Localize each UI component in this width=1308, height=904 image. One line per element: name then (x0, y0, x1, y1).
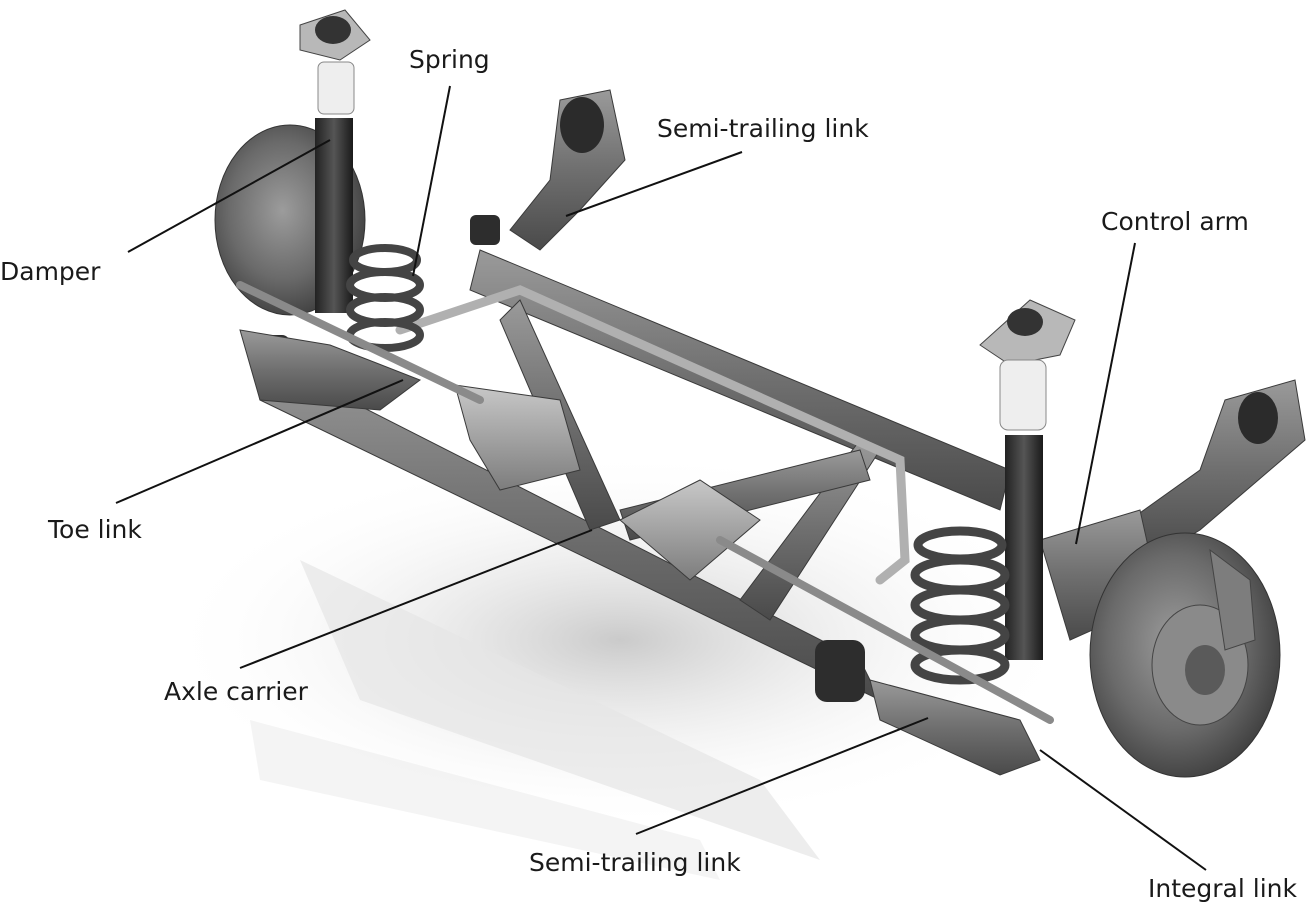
left-toe-link (236, 281, 484, 404)
leader-line-integral-link (1039, 749, 1207, 871)
right-toe-link (716, 536, 1054, 724)
leader-line-toe-link (115, 379, 404, 504)
leader-line-spring (412, 85, 451, 277)
floor-reflection (160, 450, 1080, 880)
label-integral-link: Integral link (1148, 874, 1297, 903)
right-damper (979, 299, 1076, 660)
label-axle-carrier: Axle carrier (164, 677, 308, 706)
leader-line-damper (127, 139, 331, 253)
right-coil-spring (910, 526, 1010, 685)
label-semi-trailing-link-top: Semi-trailing link (657, 114, 869, 143)
leader-line-semi-trailing-bottom (635, 717, 929, 835)
label-semi-trailing-link-bottom: Semi-trailing link (529, 848, 741, 877)
label-damper: Damper (0, 257, 101, 286)
right-wheel-hub (1089, 532, 1281, 778)
left-damper (299, 9, 371, 313)
label-toe-link: Toe link (48, 515, 142, 544)
leader-line-semi-trailing-top (565, 151, 743, 217)
leader-line-axle-carrier (239, 529, 593, 669)
leader-line-control-arm (1075, 242, 1136, 545)
label-spring: Spring (409, 45, 490, 74)
label-control-arm: Control arm (1101, 207, 1249, 236)
stabilizer-bar (395, 285, 910, 585)
right-semi-trailing-arm (869, 679, 1041, 776)
left-semi-trailing-arm (509, 89, 626, 251)
leader-lines (115, 85, 1207, 871)
left-coil-spring (346, 244, 424, 352)
